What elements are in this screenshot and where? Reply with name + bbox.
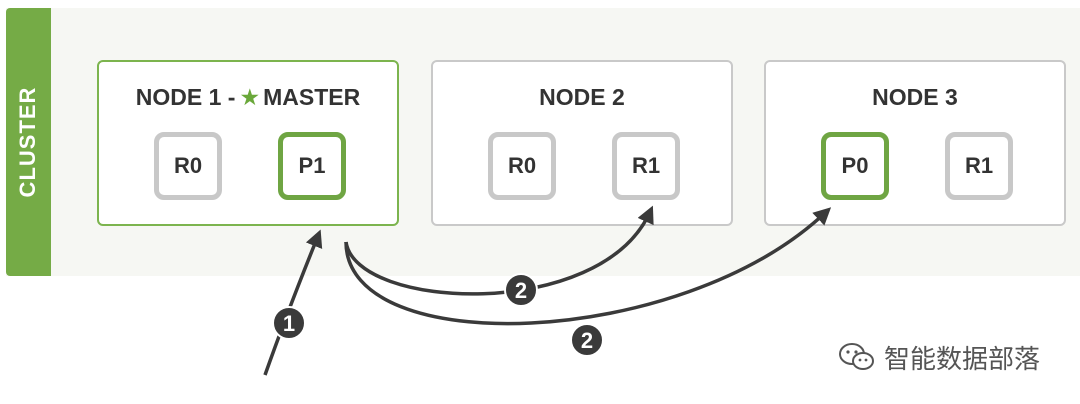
arrow-to-node-2	[344, 205, 654, 296]
step-1-badge: 1	[272, 306, 306, 340]
arrow-request-to-node-1	[263, 229, 323, 376]
wechat-icon	[839, 343, 874, 370]
node-3-title: NODE 3	[872, 84, 958, 110]
star-icon: ★	[239, 84, 261, 110]
step-2-label-node-2: 2	[515, 278, 527, 303]
step-1-label: 1	[283, 311, 295, 336]
node-1-title: NODE 1 -★MASTER	[99, 84, 397, 111]
step-2-badge-node-2: 2	[504, 273, 538, 307]
node-1: NODE 1 -★MASTER R0 P1	[97, 60, 399, 226]
node-3-shard-p0: P0	[821, 132, 889, 200]
node-1-shard-p1: P1	[278, 132, 346, 200]
node-1-title-prefix: NODE 1 -	[135, 84, 236, 110]
node-3: NODE 3 P0 R1	[764, 60, 1066, 226]
node-2-shard-r0: R0	[488, 132, 556, 200]
node-3-shard-r1: R1	[945, 132, 1013, 200]
cluster-bar	[6, 8, 51, 276]
arrow-to-node-3	[344, 207, 832, 326]
node-2-title: NODE 2	[539, 84, 625, 110]
step-2-label-node-3: 2	[581, 328, 593, 353]
watermark-text: 智能数据部落	[884, 343, 1041, 374]
step-2-badge-node-3: 2	[570, 323, 604, 357]
node-1-shard-r0: R0	[154, 132, 222, 200]
node-2: NODE 2 R0 R1	[431, 60, 733, 226]
node-1-title-suffix: MASTER	[263, 84, 361, 110]
node-2-shard-r1: R1	[612, 132, 680, 200]
watermark: 智能数据部落	[838, 340, 1040, 374]
